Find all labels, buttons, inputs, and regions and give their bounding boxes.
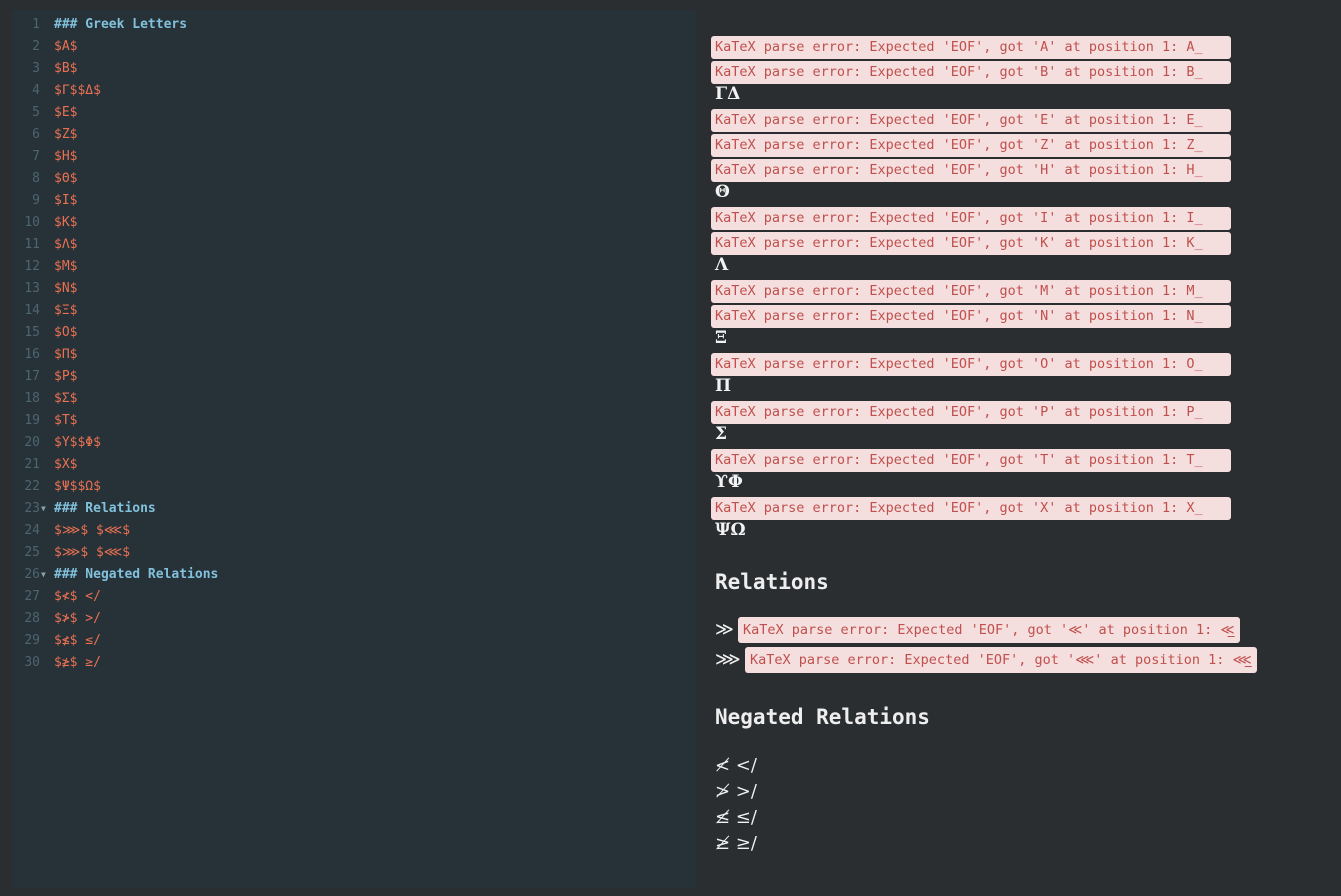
- line-text: ### Greek Letters: [54, 17, 188, 32]
- line-number: 30: [24, 655, 40, 670]
- katex-error-box: KaTeX parse error: Expected 'EOF', got '…: [738, 617, 1240, 643]
- line-text: $O$: [54, 325, 78, 340]
- katex-error-box: KaTeX parse error: Expected 'EOF', got '…: [711, 207, 1231, 230]
- line-text: $I$: [54, 193, 78, 208]
- relations-heading: Relations: [715, 570, 829, 594]
- line-text: $≱$ ≥/: [54, 655, 101, 670]
- negated-relation-row: ≮ </: [715, 755, 757, 776]
- line-number: 14: [24, 303, 40, 318]
- line-text: $Π$: [54, 347, 78, 362]
- line-text: ### Relations: [54, 501, 156, 516]
- rendered-math: ΓΔ: [715, 84, 741, 104]
- line-text: $P$: [54, 369, 78, 384]
- katex-error-box: KaTeX parse error: Expected 'EOF', got '…: [711, 36, 1231, 59]
- katex-error-box: KaTeX parse error: Expected 'EOF', got '…: [711, 401, 1231, 424]
- line-number: 27: [24, 589, 40, 604]
- line-text: $⋙$ $⋘$: [54, 545, 131, 560]
- line-text: $Z$: [54, 127, 78, 142]
- line-number: 17: [24, 369, 40, 384]
- line-number: 9: [32, 193, 40, 208]
- line-number: 6: [32, 127, 40, 142]
- line-text: $⋙$ $⋘$: [54, 523, 131, 538]
- rendered-math: Π: [715, 376, 732, 396]
- negated-relation-row: ≱ ≥/: [715, 833, 757, 854]
- line-text: $Ψ$$Ω$: [54, 479, 101, 494]
- katex-error-box: KaTeX parse error: Expected 'EOF', got '…: [711, 353, 1231, 376]
- line-number: 13: [24, 281, 40, 296]
- negated-relations-heading: Negated Relations: [715, 705, 930, 729]
- katex-error-box: KaTeX parse error: Expected 'EOF', got '…: [711, 134, 1231, 157]
- katex-error-box: KaTeX parse error: Expected 'EOF', got '…: [711, 109, 1231, 132]
- line-text: $B$: [54, 61, 78, 76]
- katex-error-box: KaTeX parse error: Expected 'EOF', got '…: [745, 647, 1257, 673]
- rendered-math: Σ: [715, 424, 728, 444]
- line-number: 18: [24, 391, 40, 406]
- line-number: 16: [24, 347, 40, 362]
- line-text: $Ξ$: [54, 303, 78, 318]
- negated-relation-row: ≯ >/: [715, 781, 757, 802]
- line-number: 23: [24, 501, 40, 516]
- line-number: 3: [32, 61, 40, 76]
- line-text: $K$: [54, 215, 78, 230]
- line-number: 25: [24, 545, 40, 560]
- line-number: 15: [24, 325, 40, 340]
- line-text: $N$: [54, 281, 78, 296]
- line-text: $H$: [54, 149, 78, 164]
- line-text: $≯$ >/: [54, 611, 101, 626]
- relation-symbol: ⋙: [715, 649, 741, 670]
- katex-error-box: KaTeX parse error: Expected 'EOF', got '…: [711, 159, 1231, 182]
- relation-symbol: ≫: [715, 619, 734, 640]
- rendered-math: ΨΩ: [715, 520, 746, 540]
- line-number: 29: [24, 633, 40, 648]
- line-number: 21: [24, 457, 40, 472]
- line-number: 19: [24, 413, 40, 428]
- line-number: 12: [24, 259, 40, 274]
- katex-error-box: KaTeX parse error: Expected 'EOF', got '…: [711, 280, 1231, 303]
- katex-error-box: KaTeX parse error: Expected 'EOF', got '…: [711, 61, 1231, 84]
- rendered-math: Λ: [715, 255, 729, 275]
- katex-error-box: KaTeX parse error: Expected 'EOF', got '…: [711, 449, 1231, 472]
- line-number: 4: [32, 83, 40, 98]
- markdown-editor[interactable]: 1 ### Greek Letters 2 $A$ 3 $B$ 4 $Γ$$Δ$ 5 $E$ 6 $Z…: [12, 10, 696, 888]
- line-text: $A$: [54, 39, 78, 54]
- line-number: 20: [24, 435, 40, 450]
- fold-toggle-icon[interactable]: ▼: [41, 504, 46, 513]
- line-number: 11: [24, 237, 40, 252]
- line-text: $E$: [54, 105, 78, 120]
- line-text: $T$: [54, 413, 78, 428]
- rendered-math: Ξ: [715, 328, 727, 348]
- line-text: $M$: [54, 259, 78, 274]
- line-text: $Θ$: [54, 171, 78, 186]
- line-text: $Σ$: [54, 391, 78, 406]
- line-text: ### Negated Relations: [54, 567, 219, 582]
- line-number: 5: [32, 105, 40, 120]
- line-text: $Λ$: [54, 237, 78, 252]
- line-text: $X$: [54, 457, 78, 472]
- fold-toggle-icon[interactable]: ▼: [41, 570, 46, 579]
- line-number: 1: [32, 17, 40, 32]
- line-number: 22: [24, 479, 40, 494]
- katex-error-box: KaTeX parse error: Expected 'EOF', got '…: [711, 305, 1231, 328]
- line-number: 28: [24, 611, 40, 626]
- markdown-preview: KaTeX parse error: Expected 'EOF', got '…: [711, 0, 1331, 896]
- line-text: $Γ$$Δ$: [54, 83, 101, 98]
- line-number: 2: [32, 39, 40, 54]
- line-text: $≰$ ≤/: [54, 633, 101, 648]
- line-text: $Y$$Φ$: [54, 435, 101, 450]
- line-number: 26: [24, 567, 40, 582]
- line-number: 24: [24, 523, 40, 538]
- line-text: $≮$ </: [54, 589, 101, 604]
- line-number: 7: [32, 149, 40, 164]
- katex-error-box: KaTeX parse error: Expected 'EOF', got '…: [711, 497, 1231, 520]
- line-number: 10: [24, 215, 40, 230]
- line-number: 8: [32, 171, 40, 186]
- katex-error-box: KaTeX parse error: Expected 'EOF', got '…: [711, 232, 1231, 255]
- rendered-math: Θ: [715, 182, 730, 202]
- rendered-math: ϒΦ: [715, 472, 743, 492]
- negated-relation-row: ≰ ≤/: [715, 807, 757, 828]
